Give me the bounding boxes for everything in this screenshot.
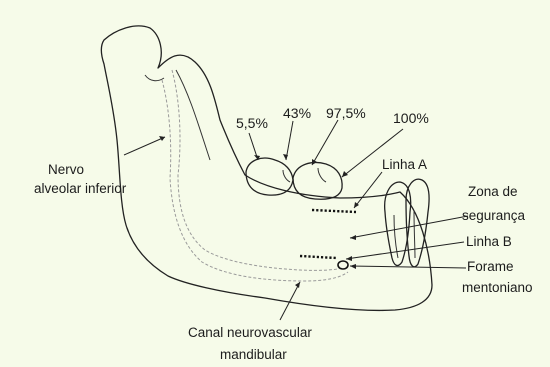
nervo-arrow xyxy=(124,137,165,155)
linha-a-line xyxy=(312,210,356,212)
nervo-label-line2: alveolar inferior xyxy=(34,181,127,196)
forame-arrow xyxy=(350,266,466,268)
canal-label-line1: Canal neurovascular xyxy=(188,325,312,340)
linha-a-arrow xyxy=(354,172,382,208)
mental-foramen xyxy=(338,261,348,269)
percentage-arrows xyxy=(249,120,403,177)
zona-label-line1: Zona de xyxy=(468,184,518,199)
percent-label-1: 5,5% xyxy=(236,115,268,131)
molar-tooth-1 xyxy=(246,158,293,195)
percent-label-4: 100% xyxy=(393,110,429,126)
percent-label-3: 97,5% xyxy=(326,105,366,121)
percent-label-2: 43% xyxy=(283,105,311,121)
forame-label-line2: mentoniano xyxy=(462,280,533,295)
linha-a-label: Linha A xyxy=(382,157,427,172)
nervo-label-line1: Nervo xyxy=(48,162,84,177)
canal-label-line2: mandibular xyxy=(220,347,287,362)
ramus-ridge xyxy=(176,70,210,160)
forame-label-line1: Forame xyxy=(467,259,514,274)
linha-b-label: Linha B xyxy=(466,234,512,249)
condyle-detail xyxy=(145,75,164,81)
nervo-arrowhead xyxy=(159,136,165,141)
linha-b-arrow xyxy=(346,242,464,259)
zona-label-line2: segurança xyxy=(462,208,526,223)
nerve-canal-upper xyxy=(172,70,342,270)
linha-b-line xyxy=(300,256,336,258)
